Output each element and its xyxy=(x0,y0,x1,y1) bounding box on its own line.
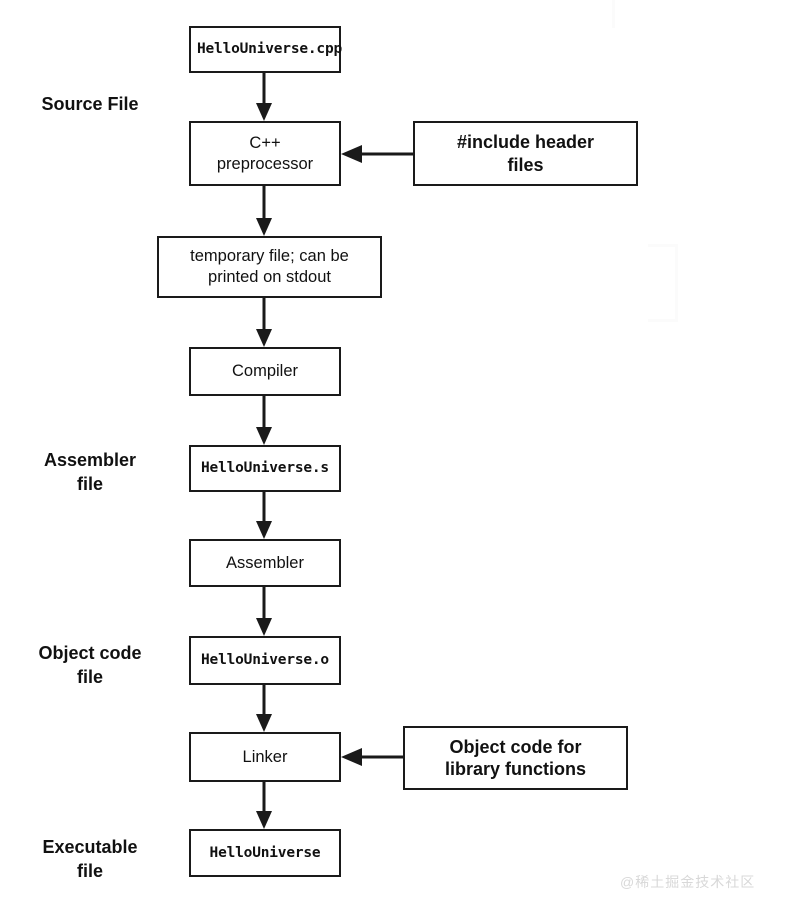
node-label: HelloUniverse.o xyxy=(201,652,329,669)
node-label: HelloUniverse.s xyxy=(201,460,329,477)
node-include-header-files[interactable]: #include header files xyxy=(413,121,638,186)
node-label: Object code for library functions xyxy=(444,736,587,780)
node-label: Assembler xyxy=(226,553,304,572)
node-hellouniverse-cpp[interactable]: HelloUniverse.cpp xyxy=(189,26,343,73)
node-label: HelloUniverse xyxy=(209,844,321,861)
node-label: #include header files xyxy=(456,132,595,175)
node-assembler[interactable]: Assembler xyxy=(189,539,341,587)
node-label: Compiler xyxy=(231,362,299,381)
stage-label-object-code-file: Object code file xyxy=(38,643,142,688)
node-compiler[interactable]: Compiler xyxy=(189,347,341,396)
node-label: Linker xyxy=(242,747,288,766)
watermark-bracket-shape xyxy=(648,244,678,322)
node-object-code-library[interactable]: Object code for library functions xyxy=(403,726,628,790)
node-hellouniverse-s[interactable]: HelloUniverse.s xyxy=(189,445,341,492)
node-linker[interactable]: Linker xyxy=(189,732,341,782)
node-hellouniverse-o[interactable]: HelloUniverse.o xyxy=(189,636,341,685)
node-temporary-file[interactable]: temporary file; can be printed on stdout xyxy=(157,236,382,298)
node-label: HelloUniverse.cpp xyxy=(197,41,343,58)
watermark-text: @稀土掘金技术社区 xyxy=(620,874,756,890)
stage-label-source-file: Source File xyxy=(41,94,139,114)
stage-label-assembler-file: Assembler file xyxy=(43,450,137,495)
watermark-corner-shape xyxy=(612,0,732,28)
stage-label-executable-file: Executable file xyxy=(42,837,138,882)
node-label: C++ preprocessor xyxy=(216,133,314,173)
node-hellouniverse[interactable]: HelloUniverse xyxy=(189,829,341,877)
node-label: temporary file; can be printed on stdout xyxy=(190,247,349,286)
node-cpp-preprocessor[interactable]: C++ preprocessor xyxy=(189,121,341,186)
